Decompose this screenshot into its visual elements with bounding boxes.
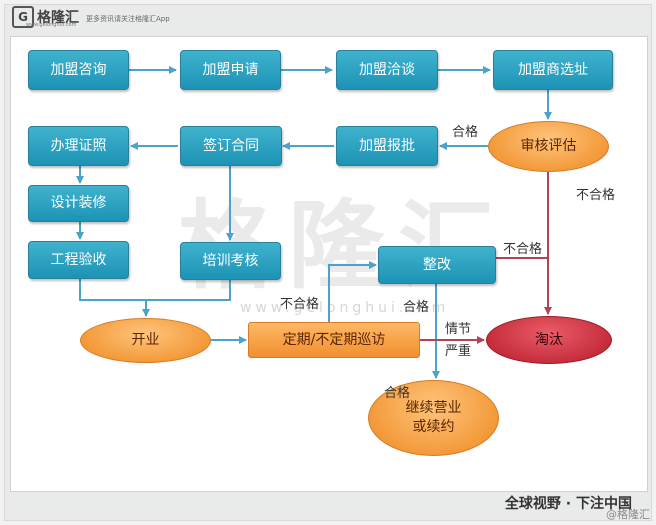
node-license: 办理证照 [28,126,129,166]
node-consult: 加盟咨询 [28,50,129,90]
node-patrol: 定期/不定期巡访 [248,322,420,358]
node-continue-line2: 或续约 [412,419,455,435]
label-pass-review: 合格 [452,125,479,140]
label-pass-rectify: 合格 [403,300,430,315]
header-tagline: 更多资讯请关注格隆汇App [86,15,170,23]
edge-patrol-rectify [328,261,377,322]
node-review: 审核评估 [488,121,609,172]
node-negotiate: 加盟洽谈 [336,50,438,90]
corner-credit: @格隆汇 [606,508,650,521]
node-design: 设计装修 [28,185,129,222]
edge-training-open [146,280,231,301]
label-severe-line1: 情节 [445,322,472,337]
node-eliminate: 淘汰 [486,316,612,364]
watermark-url: www.gelonghui.com [240,300,450,316]
node-site: 加盟商选址 [493,50,613,90]
logo-url: www.gelonghui.com [26,22,77,28]
node-inspection: 工程验收 [28,241,129,279]
node-continue: 继续营业 或续约 [368,380,499,456]
node-continue-line1: 继续营业 [405,400,462,417]
logo-badge-icon: G [12,6,34,28]
node-rectify: 整改 [378,246,496,284]
label-fail-rectify: 不合格 [503,242,543,257]
node-open: 开业 [80,318,211,363]
label-pass-patrol: 合格 [384,386,411,401]
label-fail-review: 不合格 [576,188,616,203]
node-apply: 加盟申请 [180,50,281,90]
edge-inspection-open [79,279,150,317]
node-approve: 加盟报批 [336,126,438,166]
label-severe-line2: 严重 [445,344,472,359]
logo-name: 格隆汇 [37,10,79,26]
node-training: 培训考核 [180,242,281,280]
label-fail-patrol: 不合格 [280,297,320,312]
footer-slogan: 全球视野 · 下注中国 [504,496,632,512]
logo: G 格隆汇 [12,6,79,28]
node-contract: 签订合同 [180,126,282,166]
